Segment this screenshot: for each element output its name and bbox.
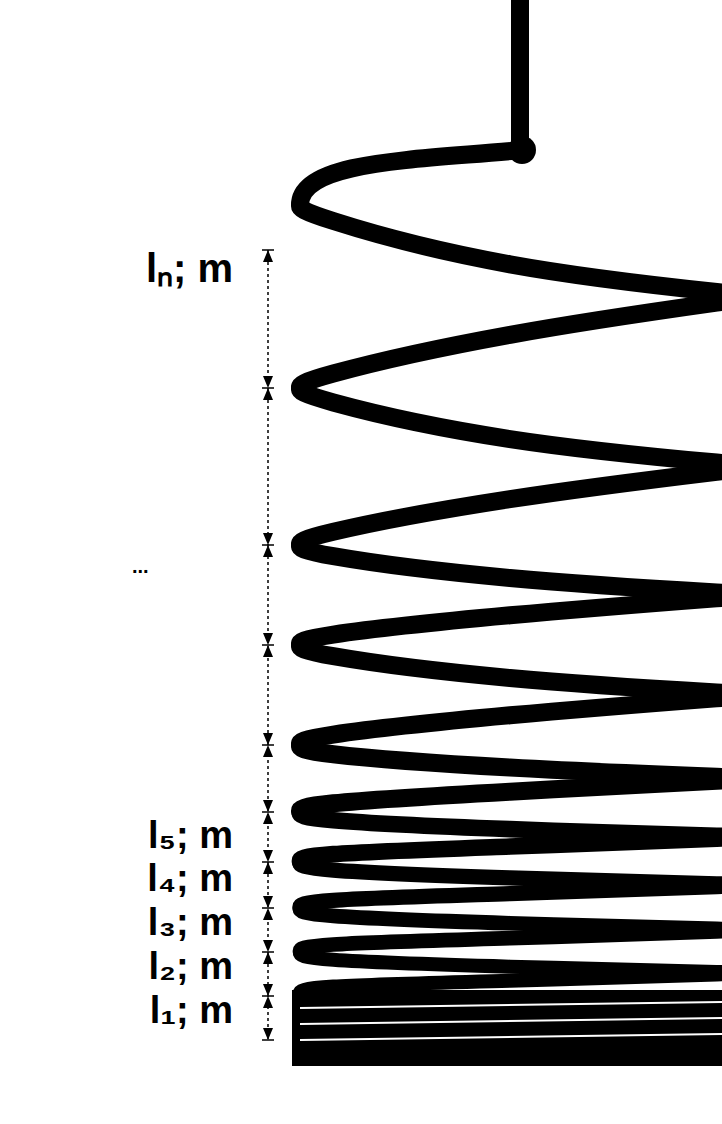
- arrowhead: [263, 250, 273, 262]
- segment-label: l₅; m: [146, 816, 235, 854]
- arrowhead: [263, 984, 273, 996]
- arrowhead: [263, 908, 273, 920]
- coil-winding: [300, 695, 722, 745]
- arrowhead: [263, 862, 273, 874]
- arrowhead: [263, 645, 273, 657]
- dimension-tick: [262, 1039, 274, 1041]
- arrowhead: [263, 545, 273, 557]
- dimension-tick: [262, 811, 274, 813]
- dimension-line: [262, 250, 274, 1040]
- coil-winding: [300, 150, 522, 205]
- spring-end-wire: [511, 0, 529, 150]
- coil-winding: [300, 645, 722, 695]
- segment-label: l₄; m: [145, 859, 235, 897]
- dimension-tick: [262, 744, 274, 746]
- arrowhead: [263, 376, 273, 388]
- winding-gap: [300, 1002, 722, 1008]
- arrowhead: [263, 896, 273, 908]
- dimension-tick: [262, 995, 274, 997]
- arrowhead: [263, 800, 273, 812]
- arrowhead: [263, 1028, 273, 1040]
- segment-label: l₁; m: [148, 991, 235, 1029]
- coil-winding: [300, 930, 722, 952]
- segment-label: l₂; m: [147, 947, 235, 985]
- arrowhead: [263, 533, 273, 545]
- arrowhead: [263, 745, 273, 757]
- coil-winding: [300, 745, 722, 779]
- coil-winding: [300, 837, 722, 862]
- coil-winding: [300, 779, 722, 813]
- coil-windings: [292, 150, 722, 1066]
- arrowhead: [263, 812, 273, 824]
- segment-label: l₃; m: [146, 903, 235, 941]
- dimension-tick: [262, 951, 274, 953]
- arrowhead: [263, 733, 273, 745]
- arrowhead: [263, 996, 273, 1008]
- arrowhead: [263, 388, 273, 400]
- compressed-coil: [292, 990, 722, 1066]
- arrowhead: [263, 850, 273, 862]
- dimension-tick: [262, 249, 274, 251]
- winding-gap: [300, 1018, 722, 1024]
- ellipsis-label: ...: [130, 556, 151, 576]
- winding-gap: [300, 1034, 722, 1040]
- coil-winding: [300, 388, 722, 467]
- coil-winding: [300, 545, 722, 595]
- dimension-tick: [262, 387, 274, 389]
- dimension-tick: [262, 861, 274, 863]
- arrowhead: [263, 940, 273, 952]
- dimension-tick: [262, 544, 274, 546]
- coil-winding: [300, 297, 722, 389]
- arrowhead: [263, 633, 273, 645]
- coil-winding: [300, 885, 722, 908]
- coil-winding: [300, 467, 722, 546]
- arrowhead: [263, 952, 273, 964]
- segment-label: lₙ; m: [144, 248, 235, 288]
- coil-winding: [300, 205, 722, 297]
- dimension-tick: [262, 644, 274, 646]
- coil-winding: [300, 595, 722, 645]
- dimension-tick: [262, 907, 274, 909]
